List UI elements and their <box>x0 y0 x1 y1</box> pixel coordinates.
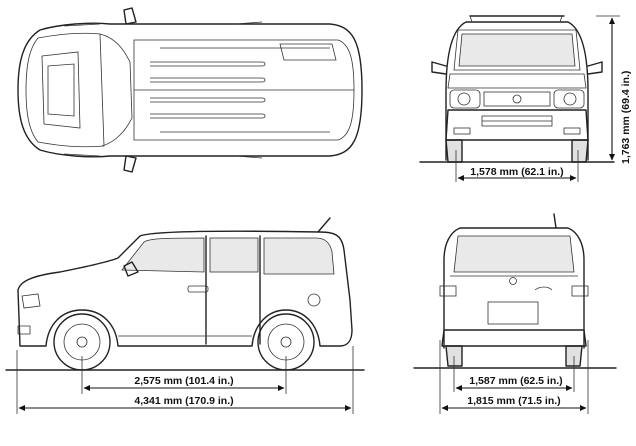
overall-width-dimension: 1,815 mm (71.5 in.) <box>439 340 589 414</box>
overall-width-label: 1,815 mm (71.5 in.) <box>467 395 560 407</box>
rear-view <box>413 213 617 369</box>
height-dimension: 1,763 mm (69.4 in.) <box>596 15 632 164</box>
front-track-dimension: 1,578 mm (62.1 in.) <box>455 150 579 182</box>
side-view <box>5 217 365 371</box>
rear-track-label: 1,587 mm (62.5 in.) <box>469 375 562 387</box>
front-track-label: 1,578 mm (62.1 in.) <box>470 166 563 178</box>
front-view <box>419 15 615 163</box>
rear-track-dimension: 1,587 mm (62.5 in.) <box>453 356 575 392</box>
top-view <box>17 7 363 173</box>
height-label: 1,763 mm (69.4 in.) <box>620 71 632 164</box>
wheelbase-dimension: 2,575 mm (101.4 in.) <box>81 356 287 394</box>
wheelbase-label: 2,575 mm (101.4 in.) <box>134 375 233 387</box>
overall-length-dimension: 4,341 mm (170.9 in.) <box>16 346 354 414</box>
overall-length-label: 4,341 mm (170.9 in.) <box>134 395 233 407</box>
